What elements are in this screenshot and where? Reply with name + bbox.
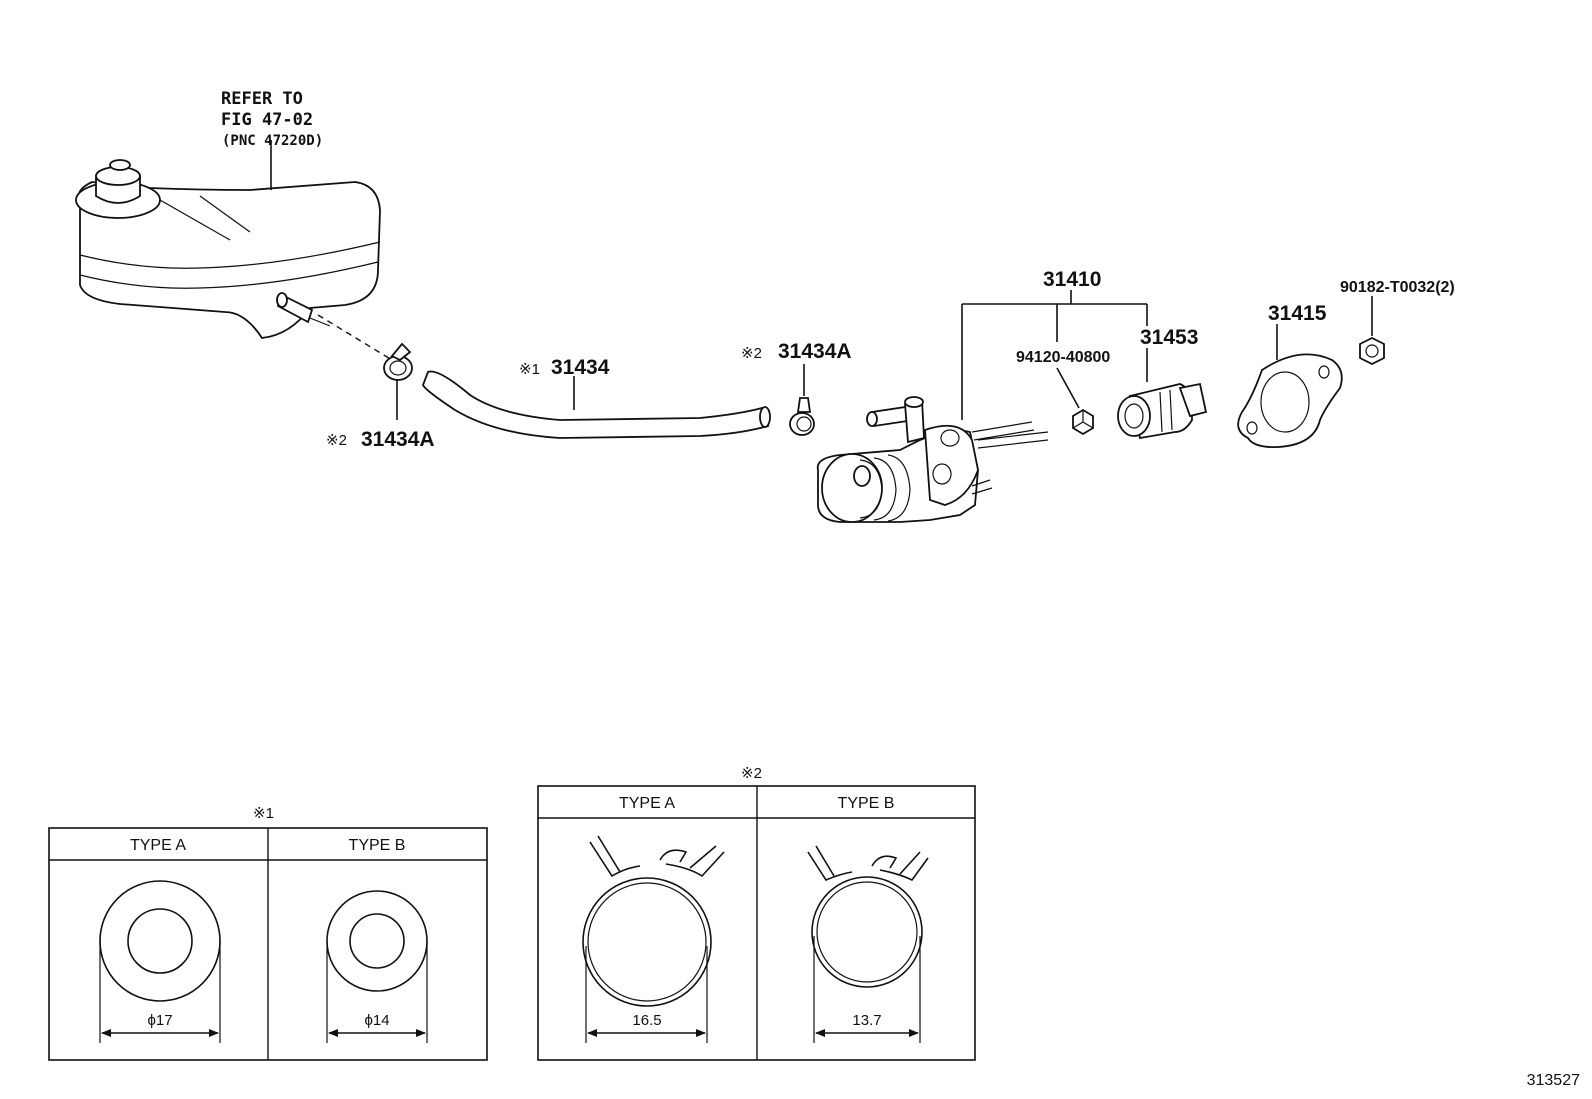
cylinder-assy-part-number: 31410 (1043, 268, 1101, 291)
table2-type-b-clamp (807, 845, 929, 1043)
reference-note-line3: (PNC 47220D) (222, 133, 323, 149)
table1-type-a-ring (99, 880, 221, 1043)
cylinder-assy-bracket (961, 290, 1148, 420)
clamp-left-part-number: 31434A (361, 428, 435, 451)
table1-type-b-ring (326, 890, 428, 1043)
hose-part-number: 31434 (551, 356, 610, 379)
nut-leader-line (1056, 367, 1080, 409)
table2-frame (537, 785, 976, 1061)
table1-marker: ※1 (253, 805, 274, 822)
hose-clamp-right-drawing (789, 397, 815, 436)
nut-drawing (1072, 408, 1094, 436)
reference-note-line2: FIG 47-02 (221, 110, 313, 130)
flange-nut-part-number: 90182-T0032(2) (1340, 279, 1455, 296)
clamp-right-marker: ※2 (741, 345, 762, 362)
table2-type-a-dimension: 16.5 (632, 1012, 661, 1029)
reservoir-tank-drawing (75, 159, 381, 339)
figure-number: 313527 (1527, 1072, 1580, 1089)
hose-drawing (422, 370, 771, 439)
table2-type-a-label: TYPE A (619, 795, 675, 812)
table2-type-a-clamp (582, 835, 725, 1043)
clamp-right-part-number: 31434A (778, 340, 852, 363)
table1-frame (48, 827, 488, 1061)
gasket-part-number: 31415 (1268, 302, 1327, 325)
table1-type-b-label: TYPE B (349, 837, 406, 854)
push-rod-part-number: 31453 (1140, 326, 1198, 349)
table1-type-a-label: TYPE A (130, 837, 186, 854)
push-rod-drawing (1117, 382, 1208, 440)
clutch-master-cylinder-drawing (816, 396, 1049, 523)
hose-clamp-left-drawing (383, 342, 413, 381)
table2-type-b-label: TYPE B (838, 795, 895, 812)
table2-marker: ※2 (741, 765, 762, 782)
nut-part-number: 94120-40800 (1016, 349, 1110, 366)
clamp-left-marker: ※2 (326, 432, 347, 449)
table2-type-b-dimension: 13.7 (852, 1012, 881, 1029)
gasket-drawing (1237, 353, 1343, 448)
flange-nut-drawing (1359, 336, 1385, 366)
table1-type-a-dimension: ϕ17 (147, 1012, 172, 1029)
hose-marker: ※1 (519, 361, 540, 378)
reference-note-line1: REFER TO (221, 89, 303, 109)
table1-type-b-dimension: ϕ14 (364, 1012, 389, 1029)
assembly-dashed-line (317, 314, 393, 361)
